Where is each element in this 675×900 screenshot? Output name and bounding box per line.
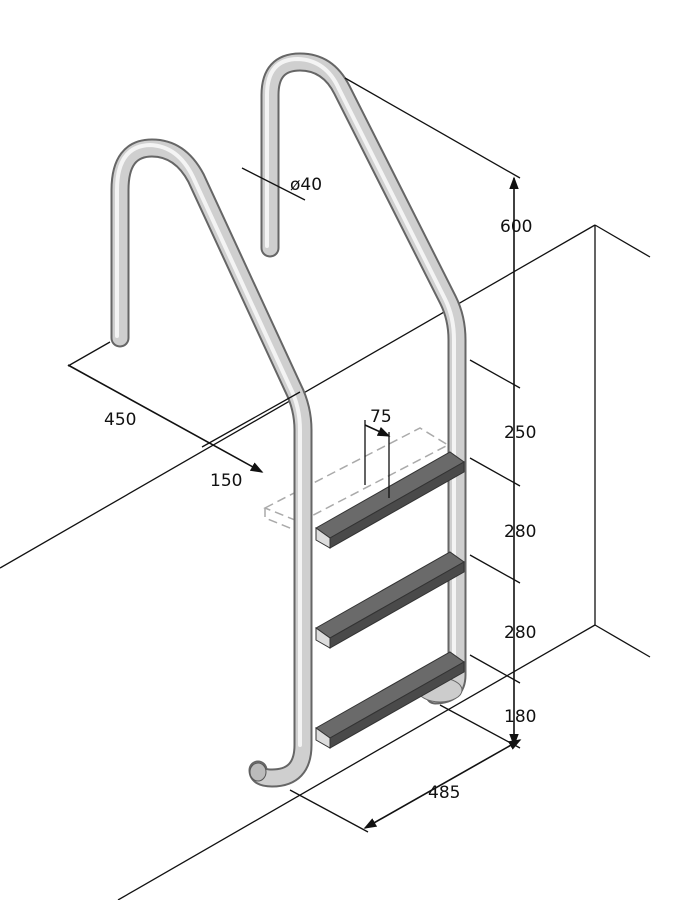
dim-250: 250: [504, 423, 536, 443]
dim-180: 180: [504, 707, 536, 727]
hidden-step-outline: [263, 427, 450, 534]
left-handrail: [110, 138, 313, 788]
dim-600: 600: [500, 217, 532, 237]
dim-75: 75: [370, 407, 392, 427]
dimension-lines: [67, 77, 522, 833]
dim-485: 485: [428, 783, 460, 803]
dim-tube-diameter: ø40: [290, 175, 322, 195]
steps: [315, 451, 465, 749]
step-1: [315, 451, 465, 549]
dim-450: 450: [104, 410, 136, 430]
dim-280-upper: 280: [504, 522, 536, 542]
step-3: [315, 651, 465, 749]
dim-150: 150: [210, 471, 242, 491]
right-handrail: [260, 52, 467, 705]
step-2: [315, 551, 465, 649]
pool-wall: [0, 224, 651, 900]
dim-280-lower: 280: [504, 623, 536, 643]
